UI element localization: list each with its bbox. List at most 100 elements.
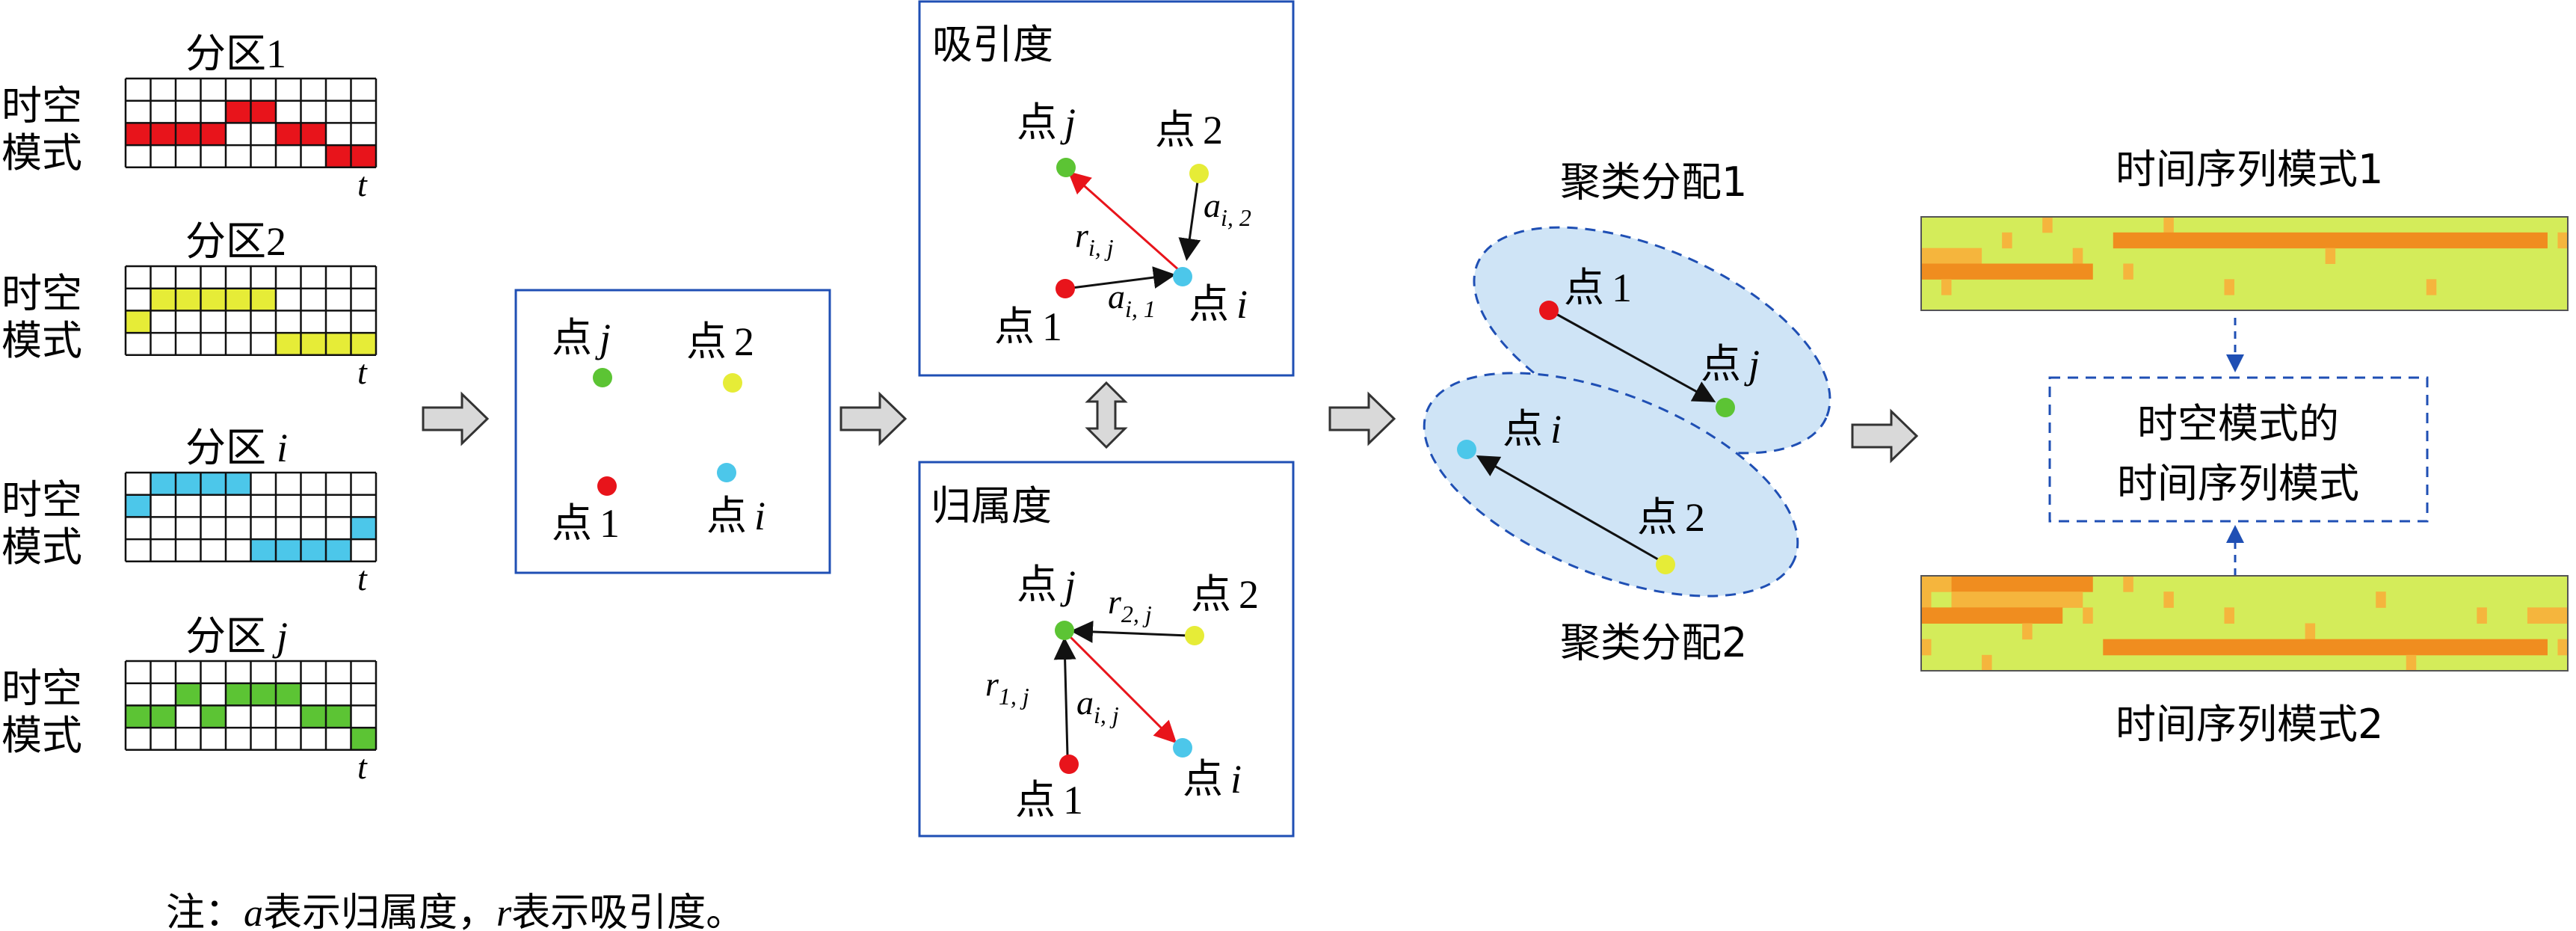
heatmap-cell [2527,607,2568,624]
partition-label-top: 时空 [1,665,82,712]
partition-label-top: 时空 [1,476,82,523]
heatmap-cell [2123,263,2133,280]
partition-label-bottom: 模式 [1,712,82,759]
heatmap-cell [2376,592,2386,608]
cluster-assignment [1423,226,1831,597]
heatmap-bottom [1921,576,2568,672]
heatmap-cell [2477,607,2487,624]
grid-cell-filled [276,683,301,706]
cluster-ellipse-2 [1423,372,1799,597]
partition-axis-t: t [357,559,368,597]
cluster-point-j [1716,398,1735,417]
partition-label-top: 时空 [1,270,82,317]
partition-label-top: 时空 [1,82,82,129]
heatmap-cell [1951,592,2083,608]
grid-cell-filled [200,473,226,495]
double-arrow [1085,381,1128,449]
timeseries-center-line2: 时间序列模式 [2117,460,2359,507]
grid-cell-filled [176,288,201,311]
grid-cell-filled [326,705,351,728]
grid-cell-filled [351,728,376,750]
heatmap-cell [1951,576,2093,592]
grid-cell-filled [326,539,351,562]
heatmap-cell [2557,639,2568,656]
heatmap-cell [2103,639,2548,656]
grid-cell-filled [226,100,251,123]
grid-cell-filled [301,539,326,562]
heatmap-cell [2224,279,2234,295]
heatmap-cell [2406,654,2417,672]
grid-cell-filled [126,310,151,334]
attraction-arrow-a2 [1178,181,1201,261]
belonging-point-i [1173,738,1192,758]
grid-cell-filled [301,333,326,355]
heatmap-cell [2042,217,2053,233]
timeseries-label-bottom: 时间序列模式2 [2116,701,2383,748]
grid-cell-filled [326,333,351,355]
timeseries-center-box [2048,376,2429,523]
belonging-point-j [1055,621,1074,640]
grid-cell-filled [200,288,226,311]
grid-cell-filled [276,539,301,562]
grid-cell-filled [250,100,276,123]
partition-label-bottom: 模式 [1,129,82,176]
belonging-point-1 [1059,755,1079,774]
partition-title: 分区2 [185,218,286,265]
cluster-point-1 [1539,301,1559,320]
partition-title: 分区1 [185,30,286,77]
belonging-point-2 [1185,626,1204,645]
grid-cell-filled [200,705,226,728]
cluster-point-2 [1656,555,1675,574]
grid-cell-filled [276,123,301,146]
belonging-arrow-a [1067,634,1177,744]
grid-cell-filled [126,123,151,146]
grid-cell-filled [150,123,176,146]
cluster-label-top: 聚类分配1 [1560,159,1747,206]
grid-cell-filled [150,705,176,728]
heatmap-cell [2123,576,2133,592]
point-j-dot [593,368,612,387]
heatmap-cell [2305,623,2316,640]
point-2-dot [723,373,742,393]
grid-cell-filled [176,683,201,706]
heatmap-cell [2113,232,2548,249]
grid-cell-filled [351,333,376,355]
grid-cell-filled [250,288,276,311]
heatmap-cell [2426,279,2437,295]
heatmap-cell [2163,217,2174,233]
heatmap-cell [1921,639,1932,656]
heatmap-cell [2163,592,2174,608]
belonging-label-r2: r2, j [1108,583,1152,627]
point-1-dot [597,476,617,496]
grid-cell-filled [250,683,276,706]
grid-cell-filled [150,473,176,495]
flow-arrow-1 [422,391,490,446]
attraction-label-a1: ai, 1 [1108,277,1156,322]
grid-cell-filled [250,539,276,562]
partition-axis-t: t [357,748,368,786]
belonging-box [918,461,1295,838]
cluster-point-i [1457,440,1476,459]
belonging-label-a: ai, j [1076,683,1119,728]
grid-cell-filled [326,145,351,168]
heatmap-cell [1921,592,1932,608]
points-box [514,289,831,574]
partition-label-bottom: 模式 [1,317,82,364]
